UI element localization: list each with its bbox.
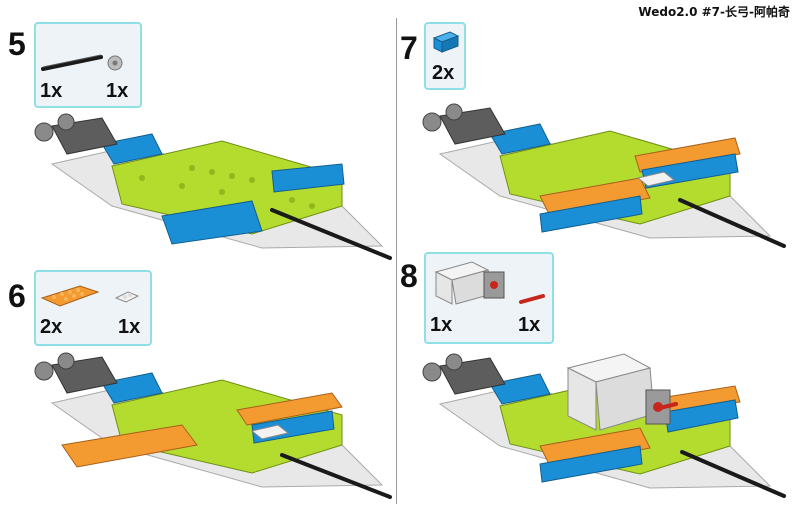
qty-label: 1x <box>430 314 453 336</box>
step-number-6: 6 <box>8 278 26 314</box>
qty-label: 2x <box>40 316 63 338</box>
white-plate-icon <box>114 291 140 303</box>
parts-callout-step-8: 1x 1x <box>424 252 554 344</box>
assembly-model-step-6 <box>34 352 392 499</box>
qty-label: 1x <box>40 80 63 102</box>
gray-bushing-icon <box>107 55 123 71</box>
parts-callout-step-6: 2x 1x <box>34 270 152 346</box>
qty-label: 1x <box>118 316 141 338</box>
motor-icon <box>434 261 505 305</box>
step-number-5: 5 <box>8 26 26 62</box>
assembly-model-step-5 <box>34 113 392 260</box>
page-title: Wedo2.0 #7-长弓-阿帕奇 <box>638 5 790 19</box>
qty-label: 1x <box>518 314 541 336</box>
parts-callout-step-5: 1x 1x <box>34 22 142 108</box>
assembly-model-step-8 <box>422 353 786 498</box>
black-axle-icon <box>41 54 103 71</box>
step-number-7: 7 <box>400 30 418 66</box>
panel-divider <box>396 18 397 504</box>
orange-plate-icon <box>40 285 100 307</box>
assembly-model-step-7 <box>422 103 786 248</box>
parts-callout-step-7: 2x <box>424 22 466 90</box>
qty-label: 2x <box>432 62 455 84</box>
blue-brick-icon <box>432 31 460 53</box>
qty-label: 1x <box>106 80 129 102</box>
step-number-8: 8 <box>400 258 418 294</box>
red-axle-icon <box>519 294 545 304</box>
